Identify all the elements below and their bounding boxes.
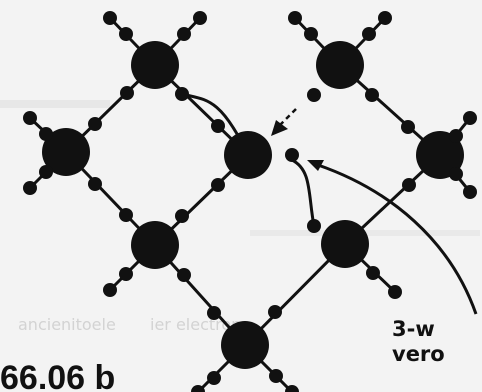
atom-center	[224, 131, 272, 179]
migration-arrow	[271, 109, 296, 136]
annotation-label-line1: 3-w	[392, 317, 435, 341]
moving-electron	[307, 88, 321, 102]
figure-number: 66.06 b	[0, 359, 115, 392]
atom-top-right	[316, 41, 364, 89]
faded-text-left: ancienitoele	[18, 315, 116, 334]
atom-bottom	[221, 321, 269, 369]
atom-lower-left	[131, 221, 179, 269]
atom-top-left	[131, 41, 179, 89]
annotation-label-line2: vero	[392, 342, 445, 366]
extra-electron	[285, 148, 299, 162]
atom-lower-right	[321, 220, 369, 268]
